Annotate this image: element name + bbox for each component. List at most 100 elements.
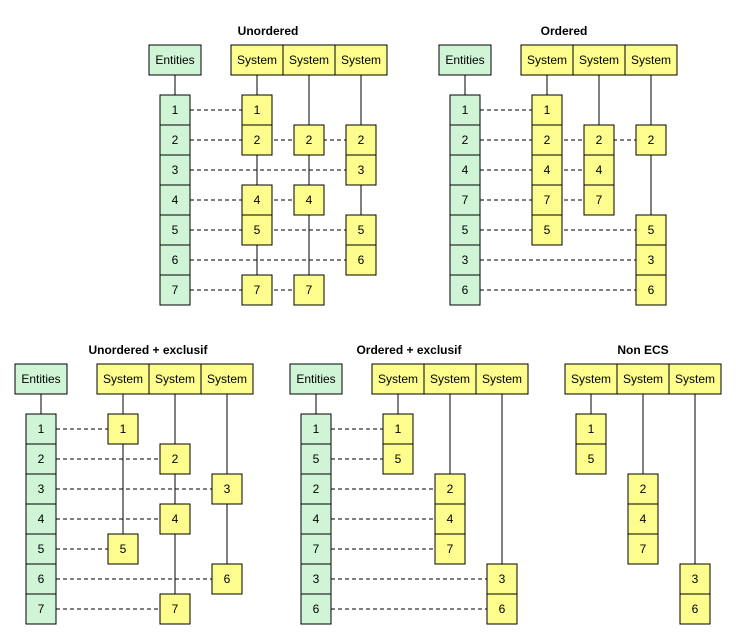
diagram-unordered: UnorderedEntities1234567System12457Syste… <box>148 24 388 306</box>
component-cell <box>159 503 191 535</box>
system-header-box <box>423 363 477 395</box>
entity-id: 6 <box>38 572 45 586</box>
entity-id: 5 <box>313 452 320 466</box>
entity-cell <box>300 473 332 505</box>
entities-header-box <box>14 363 68 395</box>
component-cell <box>635 214 667 246</box>
entities-header: Entities <box>155 53 194 67</box>
entity-id: 7 <box>313 542 320 556</box>
component-id: 5 <box>395 452 402 466</box>
component-cell <box>627 533 659 565</box>
component-id: 3 <box>648 253 655 267</box>
component-cell <box>293 124 325 156</box>
entity-cell <box>159 124 191 156</box>
entities-header: Entities <box>21 372 60 386</box>
component-id: 1 <box>395 422 402 436</box>
entity-id: 5 <box>462 223 469 237</box>
component-id: 3 <box>692 572 699 586</box>
system-header: System <box>631 53 671 67</box>
diagram-ordered: OrderedEntities1247536System12475System2… <box>438 24 678 306</box>
component-id: 4 <box>640 512 647 526</box>
entity-cell <box>300 413 332 445</box>
entity-id: 3 <box>462 253 469 267</box>
component-id: 7 <box>254 283 261 297</box>
component-id: 4 <box>172 512 179 526</box>
system-header: System <box>527 53 567 67</box>
system-header: System <box>155 372 195 386</box>
diagram-title: Ordered + exclusif <box>356 343 462 357</box>
component-id: 1 <box>254 103 261 117</box>
system-header: System <box>430 372 470 386</box>
system-header-box <box>230 44 284 76</box>
entity-cell <box>159 184 191 216</box>
component-id: 4 <box>447 512 454 526</box>
component-cell <box>293 274 325 306</box>
system-header-box <box>371 363 425 395</box>
entity-cell <box>300 503 332 535</box>
system-header-box <box>668 363 722 395</box>
component-cell <box>679 563 711 595</box>
entity-id: 7 <box>462 193 469 207</box>
system-header: System <box>623 372 663 386</box>
system-header: System <box>341 53 381 67</box>
entity-id: 1 <box>172 103 179 117</box>
diagram-title: Unordered + exclusif <box>88 343 208 357</box>
component-cell <box>575 443 607 475</box>
entity-id: 3 <box>38 482 45 496</box>
component-id: 5 <box>254 223 261 237</box>
diagram-ordered-exclusif: Ordered + exclusifEntities1524736System1… <box>289 343 529 625</box>
entity-cell <box>25 413 57 445</box>
system-header: System <box>571 372 611 386</box>
entity-id: 1 <box>38 422 45 436</box>
component-cell <box>434 503 466 535</box>
component-cell <box>107 533 139 565</box>
component-id: 5 <box>588 452 595 466</box>
component-id: 4 <box>596 163 603 177</box>
component-cell <box>159 593 191 625</box>
entity-cell <box>25 503 57 535</box>
system-header: System <box>579 53 619 67</box>
entity-id: 6 <box>313 602 320 616</box>
component-cell <box>434 533 466 565</box>
component-cell <box>345 244 377 276</box>
entity-id: 1 <box>462 103 469 117</box>
component-id: 6 <box>692 602 699 616</box>
system-header-box <box>96 363 150 395</box>
component-cell <box>627 503 659 535</box>
entity-cell <box>449 244 481 276</box>
component-cell <box>583 154 615 186</box>
component-id: 4 <box>544 163 551 177</box>
entity-id: 5 <box>38 542 45 556</box>
component-cell <box>583 124 615 156</box>
component-cell <box>635 274 667 306</box>
diagram-title: Ordered <box>541 24 588 38</box>
component-id: 2 <box>172 452 179 466</box>
system-header-box <box>520 44 574 76</box>
entity-cell <box>159 244 191 276</box>
component-id: 5 <box>648 223 655 237</box>
component-id: 1 <box>544 103 551 117</box>
system-header: System <box>482 372 522 386</box>
entities-header-box <box>289 363 343 395</box>
component-id: 1 <box>588 422 595 436</box>
component-id: 2 <box>447 482 454 496</box>
system-header: System <box>289 53 329 67</box>
diagram-title: Unordered <box>238 24 299 38</box>
component-id: 5 <box>544 223 551 237</box>
component-id: 3 <box>358 163 365 177</box>
component-id: 7 <box>447 542 454 556</box>
component-id: 4 <box>306 193 313 207</box>
component-id: 7 <box>172 602 179 616</box>
component-cell <box>241 124 273 156</box>
component-cell <box>583 184 615 216</box>
entities-header-box <box>438 44 492 76</box>
component-cell <box>486 593 518 625</box>
system-header: System <box>378 372 418 386</box>
component-id: 5 <box>358 223 365 237</box>
component-cell <box>159 443 191 475</box>
component-id: 7 <box>640 542 647 556</box>
entity-cell <box>300 593 332 625</box>
